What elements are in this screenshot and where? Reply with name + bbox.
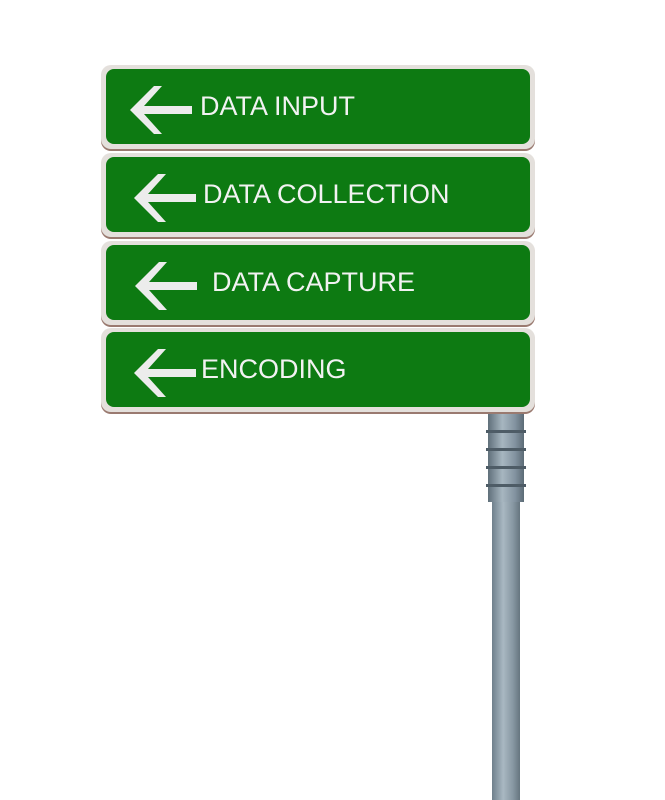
collar-ring	[486, 430, 526, 433]
sign-label: ENCODING	[201, 354, 347, 384]
sign-label: DATA INPUT	[200, 91, 356, 121]
collar-ring	[486, 466, 526, 469]
collar-ring	[486, 484, 526, 487]
sign-data-collection: DATA COLLECTION	[101, 153, 535, 237]
pole-collar	[488, 410, 524, 502]
left-arrow-icon	[135, 262, 197, 310]
sign-label: DATA CAPTURE	[212, 267, 416, 297]
sign-label: DATA COLLECTION	[203, 179, 450, 209]
sign-data-capture: DATA CAPTURE	[101, 241, 535, 325]
sign-data-input: DATA INPUT	[101, 65, 535, 149]
left-arrow-icon	[134, 349, 196, 397]
left-arrow-icon	[134, 174, 196, 222]
left-arrow-icon	[130, 86, 192, 134]
sign-encoding: ENCODING	[101, 328, 535, 412]
collar-ring	[486, 448, 526, 451]
